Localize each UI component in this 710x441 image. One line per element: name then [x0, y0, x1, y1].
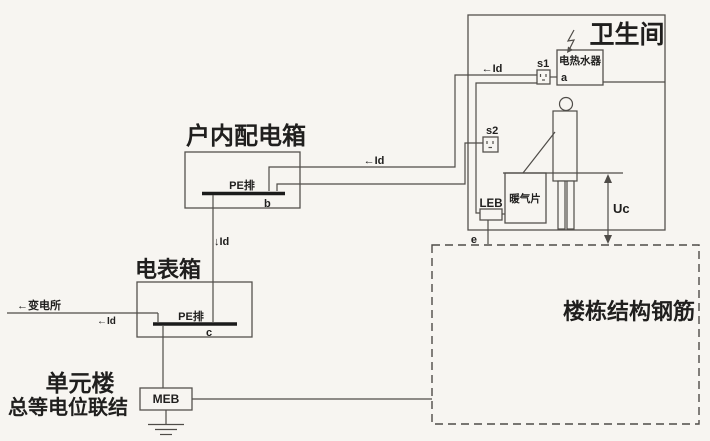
- bathroom-title: 卫生间: [589, 21, 664, 49]
- id-label-substation: ←Id: [97, 316, 116, 327]
- person-figure: [552, 96, 578, 230]
- terminal-a-label: a: [561, 72, 568, 84]
- rebar-box: 楼栋结构钢筋: [431, 244, 700, 425]
- distribution-box-title: 户内配电箱: [186, 122, 306, 150]
- socket-s1-label: s1: [537, 58, 549, 70]
- person-leg-right: [566, 180, 575, 230]
- id-label-mid-wire: ←Id: [364, 155, 385, 167]
- bonding-caption-line2: 总等电位联结: [8, 395, 128, 419]
- id-label-down: ↓Id: [214, 236, 229, 248]
- rebar-box-outline: [431, 244, 700, 425]
- terminal-b-label: b: [264, 198, 271, 210]
- water-heater-box: [556, 49, 604, 86]
- distribution-box-outline: [184, 151, 301, 209]
- distribution-box: 户内配电箱 PE排 b: [184, 122, 306, 210]
- bathroom-outline: [467, 14, 666, 231]
- leb-box: [479, 208, 503, 221]
- person-head: [558, 96, 574, 112]
- radiator-label: 暖气片: [509, 192, 541, 205]
- bonding-caption-line1: 单元楼: [46, 370, 115, 396]
- wire-s1-to-leb: [475, 82, 537, 214]
- distribution-pe-bar-label: PE排: [229, 178, 255, 192]
- leb-label: LEB: [480, 198, 503, 210]
- person-body: [552, 110, 578, 182]
- water-heater-label: 电热水器: [559, 54, 601, 67]
- meter-pe-bar-label: PE排: [178, 309, 204, 323]
- substation-label: ←变电所: [17, 298, 61, 312]
- wire-distribution-to-s1: [268, 74, 537, 191]
- meter-box-title: 电表箱: [135, 257, 201, 282]
- socket-s1-icon: [536, 69, 551, 85]
- meter-box: 电表箱 PE排 c: [135, 257, 253, 339]
- wire-distribution-to-s2: [276, 142, 483, 191]
- ground-icon: [148, 410, 184, 436]
- id-label-near-s1: ←Id: [482, 63, 503, 75]
- socket-s2-label: s2: [486, 125, 498, 137]
- terminal-c-label: c: [206, 327, 212, 339]
- socket-s2-icon: [482, 136, 499, 153]
- person-leg-left: [557, 180, 566, 230]
- rebar-box-title: 楼栋结构钢筋: [563, 299, 695, 324]
- uc-label: Uc: [613, 201, 630, 216]
- terminal-e-label: e: [471, 234, 477, 246]
- meb: MEB: [139, 387, 193, 411]
- bathroom: 卫生间 电热水器 a s1 s2: [467, 14, 666, 246]
- meb-label: MEB: [153, 392, 180, 406]
- bonding-diagonal-line: [522, 131, 556, 174]
- meter-box-outline: [136, 281, 253, 338]
- uc-arrow: [604, 174, 612, 244]
